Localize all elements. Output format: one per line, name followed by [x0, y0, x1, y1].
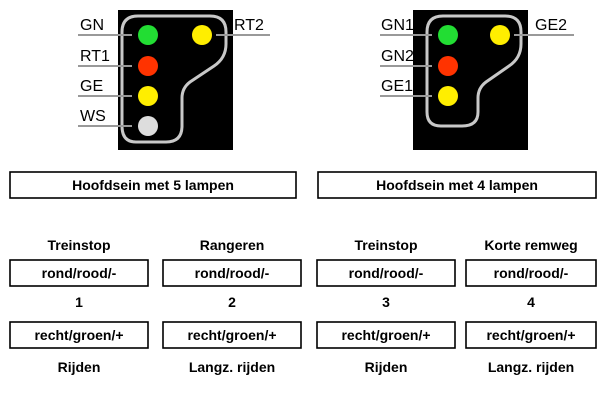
aspect-3: Treinstop rond/rood/- 3 recht/groen/+ Ri…	[316, 237, 456, 375]
aspect-3-number: 3	[382, 294, 390, 310]
signal-1-housing	[118, 10, 233, 150]
lamp-ge	[138, 86, 158, 106]
signal-2-housing	[413, 10, 528, 150]
lamp-rt1	[138, 56, 158, 76]
lamp-gn1	[438, 25, 458, 45]
label-gn2: GN2	[381, 48, 414, 65]
caption-5-lamps: Hoofdsein met 5 lampen	[72, 177, 234, 193]
label-rt2: RT2	[234, 17, 264, 34]
aspect-4-top: Korte remweg	[484, 237, 577, 253]
label-gn: GN	[80, 17, 104, 34]
label-ge1: GE1	[381, 78, 413, 95]
aspect-4-bottom: Langz. rijden	[488, 359, 574, 375]
aspect-3-bottom: Rijden	[365, 359, 408, 375]
signal-4-lamps: GN1 GN2 GE1 GE2	[380, 10, 574, 150]
lamp-ws	[138, 116, 158, 136]
aspect-4-number: 4	[527, 294, 535, 310]
aspect-2-bottom: Langz. rijden	[189, 359, 275, 375]
signal-2-outline	[425, 14, 523, 128]
label-ge: GE	[80, 78, 103, 95]
caption-box-1: Hoofdsein met 5 lampen	[9, 171, 297, 199]
aspect-1: Treinstop rond/rood/- 1 recht/groen/+ Ri…	[9, 237, 149, 375]
lamp-ge1	[438, 86, 458, 106]
label-ge2: GE2	[535, 17, 567, 34]
aspect-1-box2: recht/groen/+	[34, 327, 123, 343]
lamp-rt2	[192, 25, 212, 45]
caption-4-lamps: Hoofdsein met 4 lampen	[376, 177, 538, 193]
label-rt1: RT1	[80, 48, 110, 65]
caption-box-2: Hoofdsein met 4 lampen	[317, 171, 597, 199]
aspect-3-top: Treinstop	[354, 237, 417, 253]
aspect-1-top: Treinstop	[47, 237, 110, 253]
aspect-2: Rangeren rond/rood/- 2 recht/groen/+ Lan…	[162, 237, 302, 375]
aspect-3-box2: recht/groen/+	[341, 327, 430, 343]
label-gn1: GN1	[381, 17, 414, 34]
aspect-2-number: 2	[228, 294, 236, 310]
signal-5-lamps: GN RT1 GE WS RT2	[78, 10, 270, 150]
aspect-1-box1: rond/rood/-	[42, 265, 117, 281]
label-ws: WS	[80, 108, 106, 125]
lamp-gn	[138, 25, 158, 45]
aspect-4-box1: rond/rood/-	[494, 265, 569, 281]
aspect-3-box1: rond/rood/-	[349, 265, 424, 281]
aspect-4-box2: recht/groen/+	[486, 327, 575, 343]
aspect-1-bottom: Rijden	[58, 359, 101, 375]
aspect-4: Korte remweg rond/rood/- 4 recht/groen/+…	[465, 237, 597, 375]
aspect-2-box1: rond/rood/-	[195, 265, 270, 281]
aspect-2-box2: recht/groen/+	[187, 327, 276, 343]
lamp-ge2	[490, 25, 510, 45]
lamp-gn2	[438, 56, 458, 76]
aspect-2-top: Rangeren	[200, 237, 265, 253]
aspect-1-number: 1	[75, 294, 83, 310]
